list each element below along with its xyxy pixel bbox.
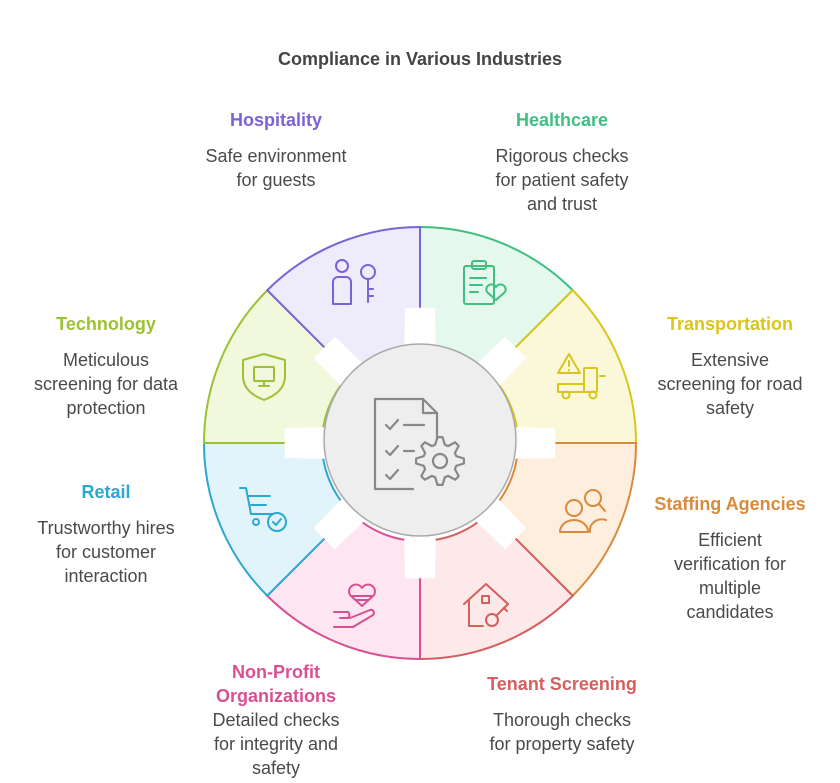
warning-truck-icon — [557, 353, 606, 400]
segment-retail — [202, 442, 353, 598]
center-hub — [323, 343, 517, 537]
wheel-notch — [284, 427, 329, 459]
segment-name: Technology — [56, 314, 156, 334]
checklist-gear-icon — [373, 397, 449, 491]
segment-description: Extensive screening for road safety — [657, 350, 803, 418]
segment-staffing-agencies — [487, 442, 638, 598]
segment-label-tenant-screening: Tenant Screening Thorough checks for pro… — [462, 672, 662, 756]
segment-tenant-screening — [419, 510, 575, 661]
clipboard-heart-icon — [463, 260, 507, 305]
segment-label-hospitality: Hospitality Safe environment for guests — [176, 108, 376, 192]
people-search-icon — [559, 489, 607, 533]
person-key-icon — [332, 259, 376, 305]
segment-non-profit-organizations — [265, 510, 421, 661]
cart-check-icon — [239, 487, 287, 532]
segment-description: Detailed checks for integrity and safety — [212, 710, 340, 778]
segment-name: Non-Profit Organizations — [215, 662, 336, 706]
wheel-notch — [404, 534, 436, 579]
segment-description: Thorough checks for property safety — [489, 710, 635, 754]
segment-name: Tenant Screening — [487, 674, 637, 694]
segment-description: Rigorous checks for patient safety and t… — [495, 146, 629, 214]
heart-hand-icon — [333, 583, 376, 628]
segment-label-technology: Technology Meticulous screening for data… — [6, 312, 206, 420]
segment-label-retail: Retail Trustworthy hires for customer in… — [6, 480, 206, 588]
segment-name: Hospitality — [229, 110, 322, 130]
segment-description: Trustworthy hires for customer interacti… — [37, 518, 175, 586]
segment-description: Efficient verification for multiple cand… — [673, 530, 787, 622]
shield-monitor-icon — [242, 353, 286, 401]
diagram-title: Compliance in Various Industries — [277, 49, 563, 69]
gear-icon — [415, 436, 465, 486]
segment-label-healthcare: Healthcare Rigorous checks for patient s… — [462, 108, 662, 216]
segment-label-staffing-agencies: Staffing Agencies Efficient verification… — [630, 492, 830, 624]
segment-name: Retail — [81, 482, 131, 502]
segment-name: Transportation — [666, 314, 793, 334]
segment-description: Meticulous screening for data protection — [33, 350, 179, 418]
house-key-icon — [463, 583, 509, 627]
segment-label-non-profit: Non-Profit Organizations Detailed checks… — [176, 660, 376, 780]
segment-name: Staffing Agencies — [654, 494, 806, 514]
wheel-notch — [511, 427, 556, 459]
segment-technology — [202, 288, 353, 444]
wheel-segments — [202, 225, 638, 661]
segment-label-transportation: Transportation Extensive screening for r… — [630, 312, 830, 420]
segment-name: Healthcare — [515, 110, 609, 130]
segment-description: Safe environment for guests — [205, 146, 347, 190]
